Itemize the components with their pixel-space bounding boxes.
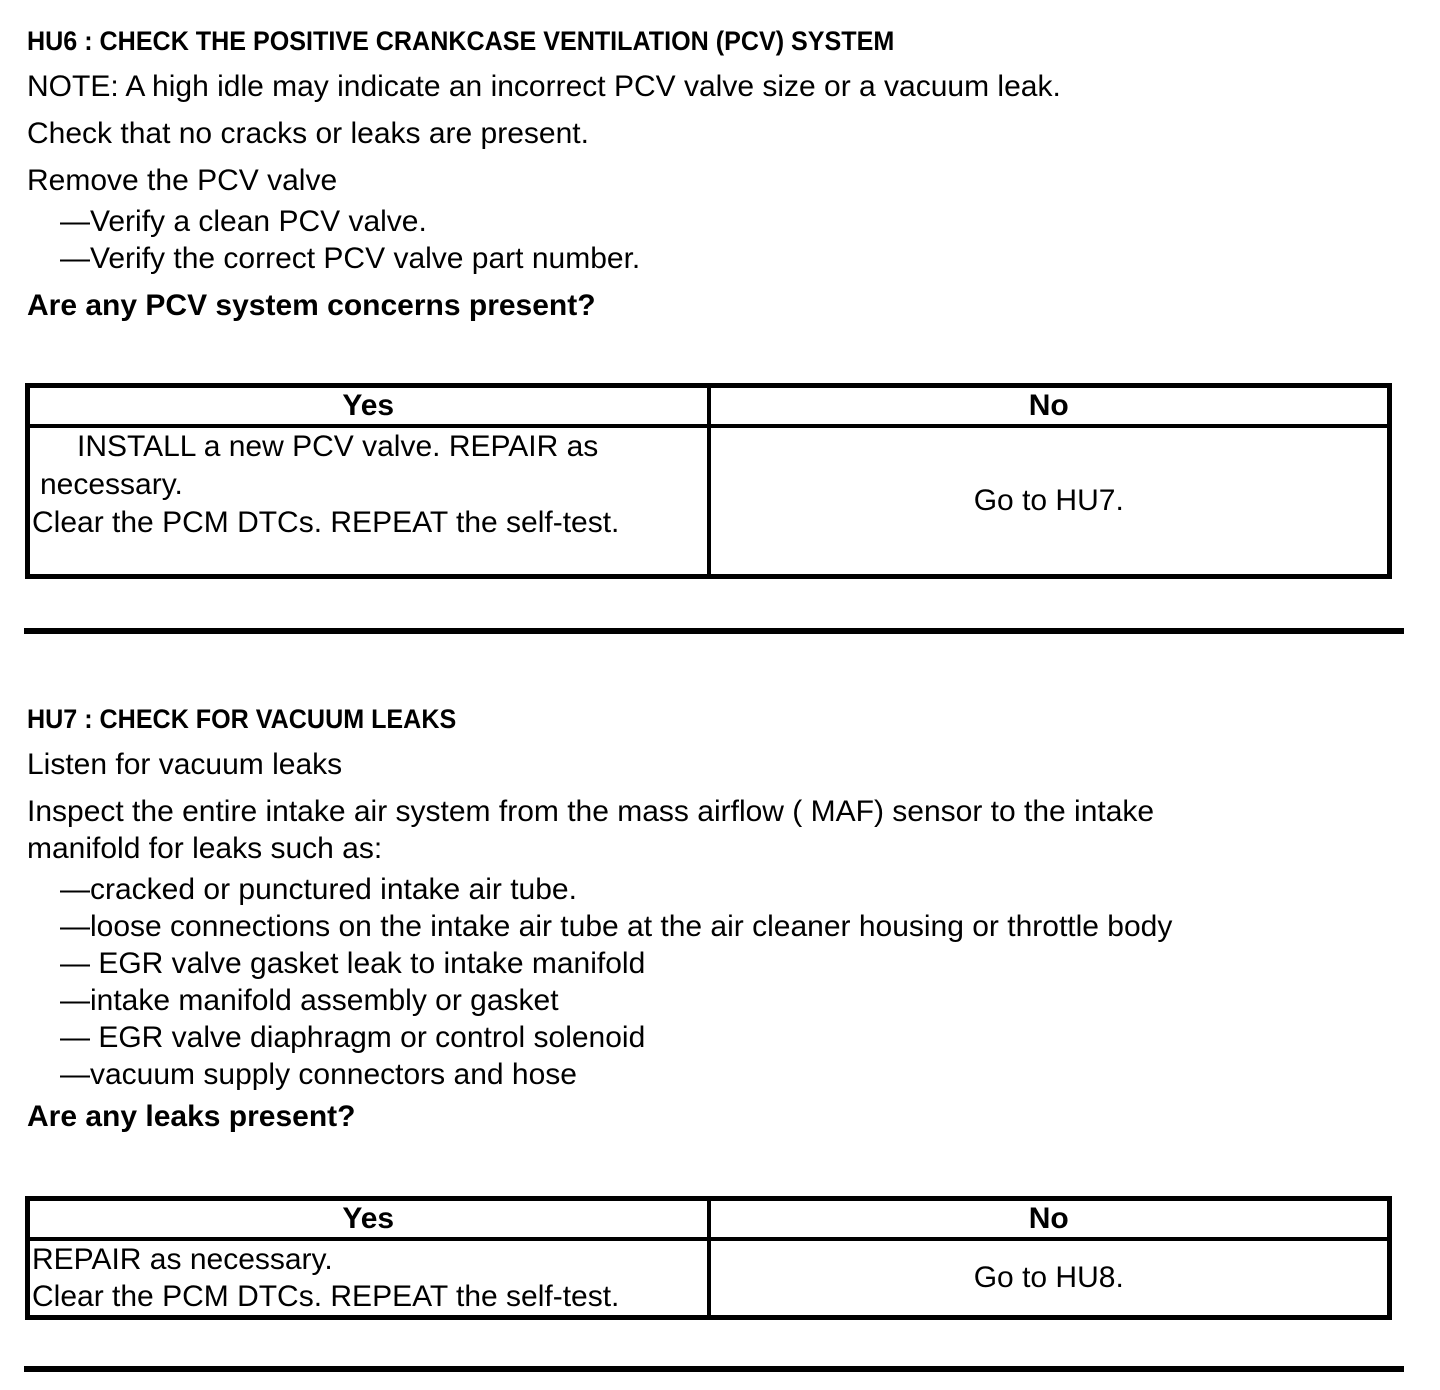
list-item: —vacuum supply connectors and hose bbox=[60, 1058, 577, 1091]
action-line: Clear the PCM DTCs. REPEAT the self-test… bbox=[32, 1280, 620, 1313]
yes-header-cell: Yes bbox=[25, 1196, 711, 1241]
no-action-cell: Go to HU8. bbox=[706, 1237, 1392, 1320]
list-item: —loose connections on the intake air tub… bbox=[60, 910, 1173, 943]
yes-action-cell: REPAIR as necessary. Clear the PCM DTCs.… bbox=[25, 1237, 711, 1320]
hu7-step-title: HU7 : CHECK FOR VACUUM LEAKS bbox=[27, 704, 1440, 734]
hu7-question-text: Are any leaks present? bbox=[27, 1100, 356, 1133]
hu6-step-title-text: HU6 : CHECK THE POSITIVE CRANKCASE VENTI… bbox=[27, 26, 895, 56]
action-line: Clear the PCM DTCs. REPEAT the self-test… bbox=[32, 506, 620, 539]
hu6-body-text: Check that no cracks or leaks are presen… bbox=[27, 117, 589, 150]
list-item: — EGR valve diaphragm or control solenoi… bbox=[60, 1021, 646, 1054]
list-item: —Verify a clean PCV valve. bbox=[60, 205, 427, 238]
hu7-intro-paragraph: Inspect the entire intake air system fro… bbox=[27, 793, 1440, 867]
hu6-note-text: NOTE: A high idle may indicate an incorr… bbox=[27, 70, 1061, 103]
hu7-step-title-text: HU7 : CHECK FOR VACUUM LEAKS bbox=[27, 704, 457, 734]
hu7-body-text: Listen for vacuum leaks bbox=[27, 748, 343, 781]
table-header-row: Yes No bbox=[25, 383, 1392, 428]
yes-action-cell: INSTALL a new PCV valve. REPAIR as neces… bbox=[25, 424, 711, 579]
hu7-decision-table: Yes No REPAIR as necessary. Clear the PC… bbox=[25, 1196, 1392, 1320]
hu7-dash-list: —cracked or punctured intake air tube. —… bbox=[27, 871, 1440, 1093]
list-item: — EGR valve gasket leak to intake manifo… bbox=[60, 947, 646, 980]
no-action-cell: Go to HU7. bbox=[706, 424, 1392, 579]
table-header-row: Yes No bbox=[25, 1196, 1392, 1241]
hu6-question-text: Are any PCV system concerns present? bbox=[27, 289, 596, 322]
list-item: —Verify the correct PCV valve part numbe… bbox=[60, 242, 641, 275]
intro-line: Inspect the entire intake air system fro… bbox=[27, 795, 1155, 828]
action-line: INSTALL a new PCV valve. REPAIR as bbox=[77, 430, 599, 463]
no-header-cell: No bbox=[706, 383, 1392, 428]
page-end-rule bbox=[24, 1366, 1404, 1372]
section-hu6: HU6 : CHECK THE POSITIVE CRANKCASE VENTI… bbox=[25, 26, 1440, 579]
list-item: —intake manifold assembly or gasket bbox=[60, 984, 559, 1017]
action-line: REPAIR as necessary. bbox=[32, 1243, 333, 1276]
hu6-step-title: HU6 : CHECK THE POSITIVE CRANKCASE VENTI… bbox=[27, 26, 1440, 56]
hu6-decision-table: Yes No INSTALL a new PCV valve. REPAIR a… bbox=[25, 383, 1392, 579]
section-divider bbox=[24, 628, 1404, 634]
table-body-row: INSTALL a new PCV valve. REPAIR as neces… bbox=[25, 424, 1392, 579]
hu6-dash-list: —Verify a clean PCV valve. —Verify the c… bbox=[27, 203, 1440, 277]
list-item: —cracked or punctured intake air tube. bbox=[60, 873, 577, 906]
table-body-row: REPAIR as necessary. Clear the PCM DTCs.… bbox=[25, 1237, 1392, 1320]
yes-header-cell: Yes bbox=[25, 383, 711, 428]
hu6-body-text: Remove the PCV valve bbox=[27, 164, 338, 197]
intro-line: manifold for leaks such as: bbox=[27, 832, 383, 865]
no-header-cell: No bbox=[706, 1196, 1392, 1241]
action-line: necessary. bbox=[40, 468, 183, 501]
section-hu7: HU7 : CHECK FOR VACUUM LEAKS Listen for … bbox=[25, 704, 1440, 1320]
